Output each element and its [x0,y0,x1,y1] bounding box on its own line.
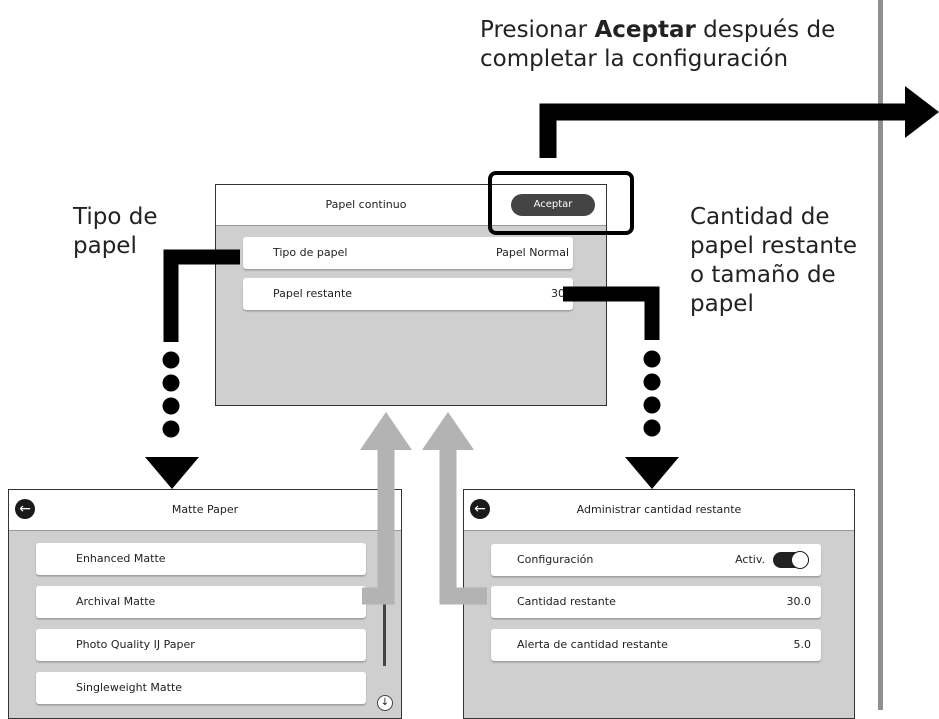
page-divider-rule [878,0,883,710]
connector-dot [162,397,180,415]
row-label: Cantidad restante [517,595,616,608]
remaining-connector [563,286,660,340]
confirm-flow-line [539,103,912,158]
remaining-annotation: Cantidad de papel restante o tamaño de p… [690,204,858,317]
list-item-paper-remaining[interactable]: Papel restante 30 [243,278,573,310]
paper-type-annotation: Tipo de papel [73,204,158,259]
remaining-return-line [439,448,487,605]
paper-type-screen: ← Matte Paper Enhanced Matte Archival Ma… [8,489,402,719]
paper-type-connector [163,249,240,342]
connector-dot [643,419,661,437]
connector-dot [162,374,180,392]
list-item[interactable]: Archival Matte [36,586,366,618]
row-value: Papel Normal [496,246,569,259]
row-label: Tipo de papel [273,246,348,259]
remaining-screen-header [464,490,854,531]
back-arrow-icon[interactable]: ← [15,499,35,519]
list-item[interactable]: Enhanced Matte [36,543,366,575]
list-item[interactable]: Singleweight Matte [36,672,366,704]
main-screen: Papel continuo Aceptar Tipo de papel Pap… [215,184,607,406]
row-value: 5.0 [793,638,812,651]
row-value: 30.0 [786,595,812,608]
paper-screen-header [9,490,401,531]
row-label: Configuración [517,553,594,566]
paper-return-line [362,448,395,605]
connector-dot [162,420,180,438]
main-screen-title: Papel continuo [325,198,407,211]
paper-return-arrow-head [360,412,412,450]
back-arrow-icon[interactable]: ← [470,499,490,519]
row-value: 30 [551,287,565,300]
connector-dot [162,351,180,369]
list-item-paper-type[interactable]: Tipo de papel Papel Normal [243,237,573,269]
row-label: Papel restante [273,287,353,300]
remaining-screen: ← Administrar cantidad restante Configur… [463,489,855,719]
accept-button[interactable]: Aceptar [511,194,595,216]
list-item-label: Photo Quality IJ Paper [76,638,195,651]
list-item-label: Singleweight Matte [76,681,183,694]
confirm-annotation: Presionar Aceptar después de completar l… [480,17,836,72]
list-item-remaining-amount[interactable]: Cantidad restante 30.0 [491,586,821,618]
row-label: Alerta de cantidad restante [517,638,668,651]
remaining-screen-title: Administrar cantidad restante [576,503,742,516]
connector-dot [643,396,661,414]
scroll-down-icon[interactable]: ↓ [377,695,393,711]
connector-dot [643,373,661,391]
toggle-switch-icon[interactable] [773,551,809,569]
list-item-settings[interactable]: Configuración Activ. [491,544,821,576]
remaining-arrow-head [625,457,679,489]
list-item-label: Archival Matte [76,595,156,608]
paper-type-arrow-head [145,457,199,489]
remaining-return-arrow-head [422,412,474,450]
accept-highlight-box [488,171,634,235]
list-item[interactable]: Photo Quality IJ Paper [36,629,366,661]
scrollbar[interactable] [383,594,386,666]
connector-dot [643,350,661,368]
list-item-remaining-alert[interactable]: Alerta de cantidad restante 5.0 [491,629,821,661]
list-item-label: Enhanced Matte [76,552,166,565]
row-value: Activ. [735,553,765,566]
paper-screen-title: Matte Paper [171,503,239,516]
confirm-arrow-head [905,86,939,138]
